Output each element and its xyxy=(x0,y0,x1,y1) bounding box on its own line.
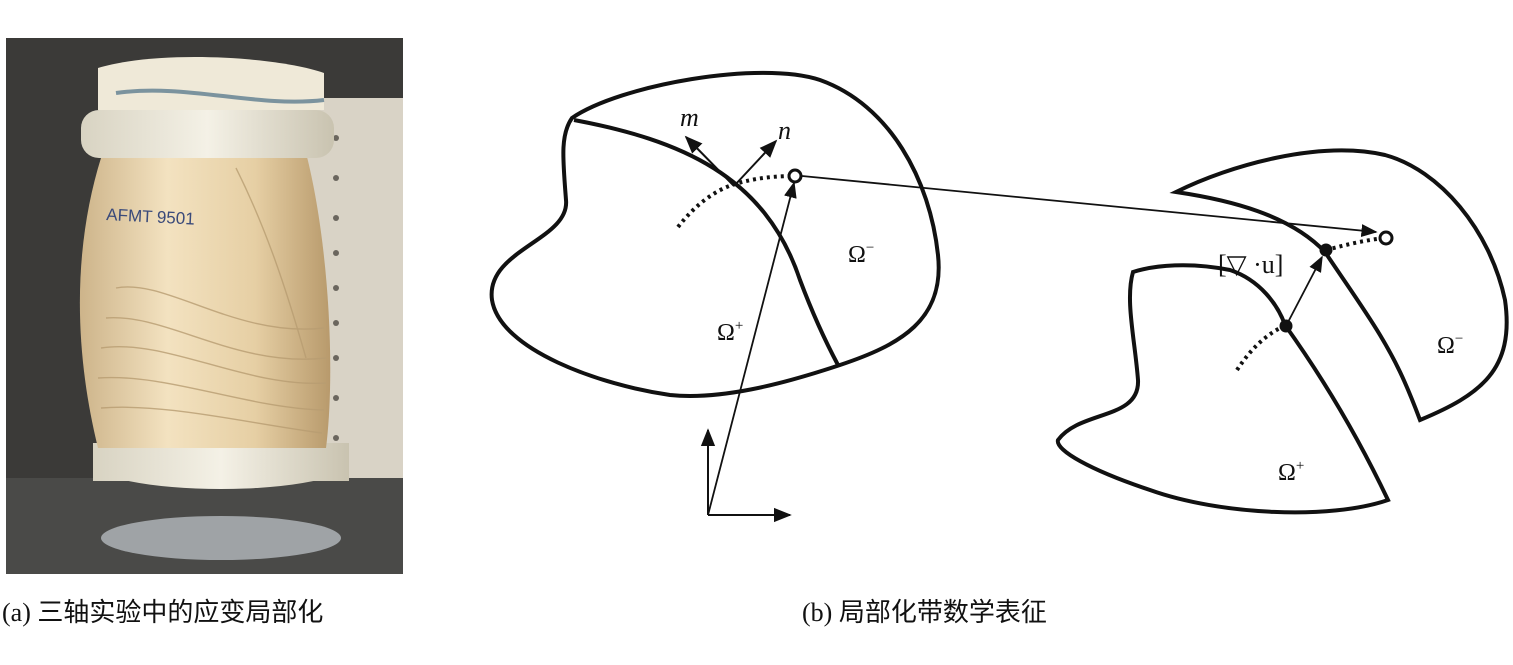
left-open-point xyxy=(787,168,803,184)
jump-vector xyxy=(1285,255,1323,327)
label-omega-plus-right: Ω+ xyxy=(1278,458,1304,486)
right-open-point xyxy=(1378,230,1394,246)
label-omega-minus-right: Ω− xyxy=(1437,331,1463,359)
caption-a: (a) 三轴实验中的应变局部化 xyxy=(2,598,324,627)
normal-n-arrow xyxy=(733,139,778,187)
base-platen xyxy=(101,516,341,560)
caption-b: (b) 局部化带数学表征 xyxy=(802,598,1047,627)
top-cap xyxy=(81,110,334,158)
position-vector xyxy=(707,181,797,516)
right-dotted-path-upper xyxy=(1325,236,1386,252)
specimen-photo: AFMT 9501 xyxy=(6,38,403,574)
right-dotted-path-lower xyxy=(1235,324,1285,372)
label-m: m xyxy=(680,103,699,132)
specimen-body xyxy=(79,153,331,448)
label-jump: [▽ ·u] xyxy=(1218,250,1283,279)
right-upper-piece xyxy=(1169,148,1509,423)
left-body-outline xyxy=(489,70,941,398)
panel-holes xyxy=(333,135,339,441)
right-upper-point xyxy=(1319,243,1333,257)
label-n: n xyxy=(778,116,791,145)
left-band-curve xyxy=(573,118,840,366)
localization-diagram: m n Ω− Ω+ [▽ ·u] Ω− Ω+ xyxy=(489,70,1509,523)
label-omega-minus-left: Ω− xyxy=(848,240,874,268)
label-omega-plus-left: Ω+ xyxy=(717,318,743,346)
normal-m-arrow xyxy=(684,135,735,187)
specimen-wrinkles xyxy=(97,167,327,434)
top-membrane xyxy=(98,57,324,110)
specimen-label: AFMT 9501 xyxy=(106,205,195,229)
right-lower-piece xyxy=(1055,263,1391,515)
